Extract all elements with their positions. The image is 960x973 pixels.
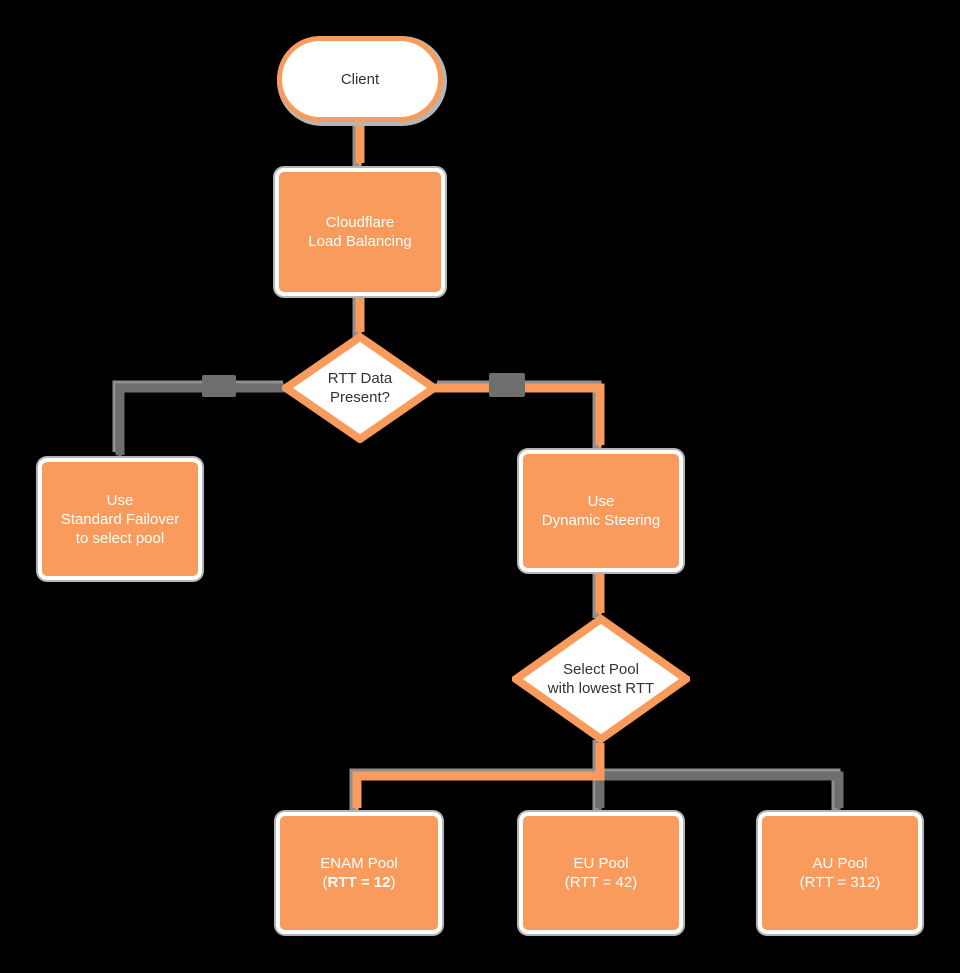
node-enam-rtt-value: RTT = 12 <box>327 874 391 891</box>
node-dynamic-line2: Dynamic Steering <box>541 512 661 529</box>
node-client-label: Client <box>340 70 380 88</box>
node-failover-line3: to select pool <box>75 529 165 547</box>
node-au-rtt-close: ) <box>875 874 881 891</box>
node-eu-rtt-close: ) <box>632 874 638 891</box>
edge-select-to-au <box>600 771 844 812</box>
node-lb-line2: Load Balancing <box>308 233 412 250</box>
edge-select-to-enam <box>352 743 605 812</box>
node-select-pool-line2: with lowest RTT <box>547 680 655 697</box>
node-eu-name: EU Pool <box>573 855 629 872</box>
node-rtt-line2: Present? <box>329 389 391 406</box>
node-au-pool[interactable]: AU Pool (RTT = 312) <box>758 812 922 934</box>
node-client[interactable]: Client <box>277 36 443 122</box>
node-select-pool-line1: Select Pool <box>563 661 639 678</box>
node-enam-pool[interactable]: ENAM Pool (RTT = 12) <box>276 812 442 934</box>
node-dynamic-steering[interactable]: Use Dynamic Steering <box>519 450 683 572</box>
node-enam-rtt-close: ) <box>390 874 396 891</box>
node-standard-failover[interactable]: Use Standard Failover to select pool <box>38 458 202 580</box>
node-failover-line1: Use <box>106 491 134 509</box>
node-au-rtt-value: RTT = 312 <box>804 874 876 891</box>
node-failover-line2: Standard Failover <box>60 510 180 528</box>
edge-label-rtt-no <box>202 375 236 397</box>
node-rtt-data-present-decision[interactable]: RTT Data Present? <box>282 333 438 443</box>
node-dynamic-line1: Use <box>587 493 615 510</box>
node-eu-rtt-value: RTT = 42 <box>569 874 633 891</box>
diamond-shape-rtt <box>282 333 438 443</box>
edge-rtt-no-to-failover <box>115 383 286 459</box>
node-rtt-line1: RTT Data <box>327 370 393 387</box>
node-eu-pool[interactable]: EU Pool (RTT = 42) <box>519 812 683 934</box>
node-lb-line1: Cloudflare <box>325 214 395 231</box>
diamond-shape-select-pool <box>512 615 690 743</box>
node-eu-rtt-open: ( <box>564 874 570 891</box>
node-au-rtt-open: ( <box>799 874 805 891</box>
node-select-pool-lowest-rtt-decision[interactable]: Select Pool with lowest RTT <box>512 615 690 743</box>
node-enam-name: ENAM Pool <box>320 855 398 872</box>
node-au-name: AU Pool <box>812 855 868 872</box>
node-cloudflare-load-balancing[interactable]: Cloudflare Load Balancing <box>275 168 445 296</box>
edge-label-rtt-yes <box>489 373 525 397</box>
node-enam-rtt-open: ( <box>322 874 328 891</box>
